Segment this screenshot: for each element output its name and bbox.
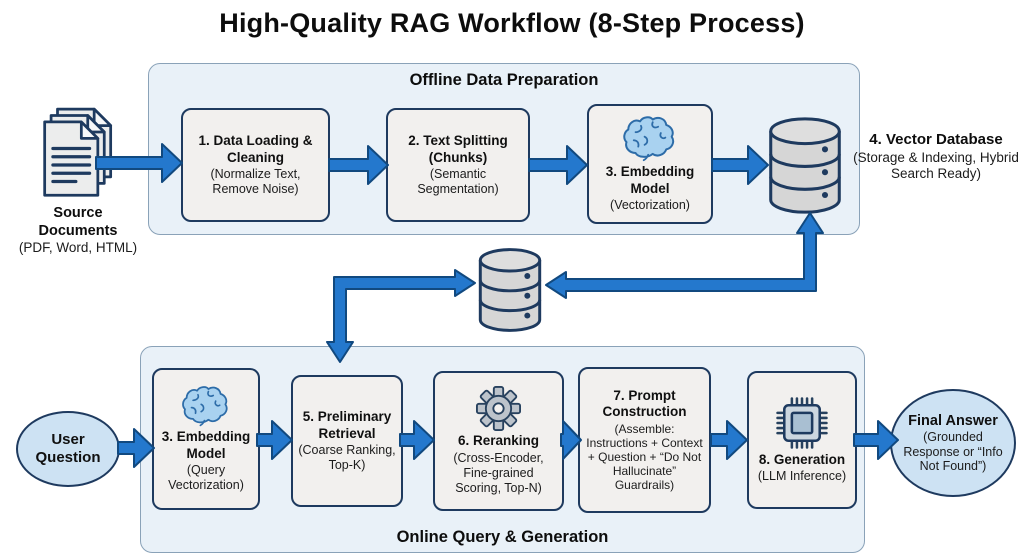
step-3-embedding-box-online: 3. Embedding Model (Query Vectorization) (152, 368, 260, 510)
step-7-title: 7. Prompt Construction (602, 387, 687, 420)
page-title: High-Quality RAG Workflow (8-Step Proces… (219, 8, 805, 38)
middle-database-icon (477, 247, 543, 333)
online-container-label: Online Query & Generation (396, 528, 609, 546)
step-8-subtitle: (LLM Inference) (757, 469, 847, 484)
step-8-generation-box: 8. Generation (LLM Inference) (747, 371, 857, 509)
brain-icon (621, 115, 679, 162)
source-documents-subtitle: (PDF, Word, HTML) (18, 240, 138, 256)
step-5-subtitle: (Coarse Ranking, Top-K) (298, 442, 396, 472)
final-answer-subtitle: (Grounded Response or “Info Not Found”) (903, 430, 1003, 473)
step-5-title: 5. Preliminary Retrieval (302, 409, 392, 441)
step-6-title: 6. Reranking (457, 433, 540, 449)
step-3b-subtitle: (Query Vectorization) (168, 462, 244, 492)
step-6-subtitle: (Cross-Encoder, Fine-grained Scoring, To… (453, 450, 544, 495)
step-3-title: 3. Embedding Model (605, 164, 695, 196)
step-2-subtitle: (Semantic Segmentation) (417, 166, 499, 196)
step-1-subtitle: (Normalize Text, Remove Noise) (210, 166, 301, 196)
source-documents-label: Source Documents (PDF, Word, HTML) (8, 204, 148, 256)
step-3-embedding-box-offline: 3. Embedding Model (Vectorization) (587, 104, 713, 224)
documents-icon (30, 106, 118, 202)
vector-database-icon (765, 116, 845, 215)
offline-container-label: Offline Data Preparation (409, 71, 599, 89)
step-8-title: 8. Generation (758, 451, 846, 467)
vector-database-label: 4. Vector Database (Storage & Indexing, … (850, 131, 1022, 183)
step-6-reranking-box: 6. Reranking (Cross-Encoder, Fine-graine… (433, 371, 564, 511)
vector-database-subtitle: (Storage & Indexing, Hybrid Search Ready… (853, 149, 1019, 182)
step-2-title: 2. Text Splitting (Chunks) (408, 133, 508, 165)
gear-icon (476, 386, 521, 432)
step-7-prompt-construction-box: 7. Prompt Construction (Assemble: Instru… (578, 367, 711, 513)
final-answer-title: Final Answer (908, 412, 998, 429)
step-3b-title: 3. Embedding Model (161, 429, 251, 461)
vector-database-title: 4. Vector Database (869, 131, 1003, 148)
step-2-text-splitting-box: 2. Text Splitting (Chunks) (Semantic Seg… (386, 108, 530, 222)
step-7-subtitle: (Assemble: Instructions + Context + Ques… (586, 421, 703, 493)
user-question-ellipse: User Question (16, 411, 120, 487)
step-5-preliminary-retrieval-box: 5. Preliminary Retrieval (Coarse Ranking… (291, 375, 403, 507)
step-1-title: 1. Data Loading & Cleaning (198, 133, 313, 165)
chip-icon (775, 396, 829, 450)
step-3-subtitle: (Vectorization) (610, 197, 690, 212)
step-1-data-loading-box: 1. Data Loading & Cleaning (Normalize Te… (181, 108, 330, 222)
source-documents-title: Source Documents (38, 205, 118, 240)
final-answer-ellipse: Final Answer (Grounded Response or “Info… (890, 389, 1016, 497)
user-question-label: User Question (35, 431, 101, 466)
brain-icon (180, 385, 232, 427)
